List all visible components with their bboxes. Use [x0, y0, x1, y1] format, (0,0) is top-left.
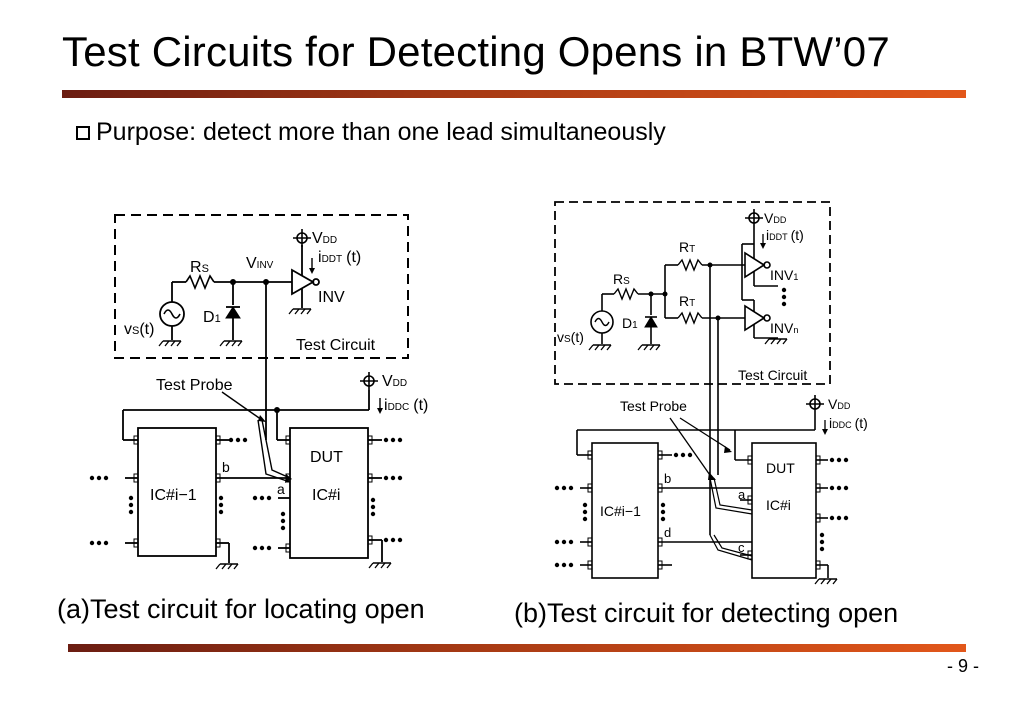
diagram-a-dots	[89, 437, 403, 551]
diode-d1-b	[644, 316, 658, 328]
svg-text:INVn: INVn	[770, 320, 798, 336]
test-circuit-box-a	[114, 214, 409, 359]
svg-text:b: b	[222, 459, 230, 475]
svg-text:a: a	[738, 487, 746, 502]
svg-text:VDD: VDD	[382, 373, 407, 390]
svg-text:Test Probe: Test Probe	[620, 398, 687, 414]
resistor-rs-a	[185, 273, 215, 291]
resistor-rt1	[677, 258, 703, 272]
svg-text:d: d	[664, 525, 671, 540]
svg-text:c: c	[738, 540, 745, 555]
diagram-a-labels: RS D1 vS(t) VINV VDD iDDT(t) INV Test Ci…	[124, 230, 428, 504]
svg-text:IC#i: IC#i	[312, 487, 340, 504]
svg-text:DUT: DUT	[766, 460, 795, 476]
svg-text:iDDT(t): iDDT(t)	[766, 227, 804, 243]
page-number: - 9 -	[946, 656, 979, 676]
caption-b: (b)Test circuit for detecting open	[514, 598, 899, 628]
svg-text:vS(t): vS(t)	[124, 321, 154, 338]
ic-left-box-b	[591, 442, 659, 579]
svg-text:RT: RT	[679, 239, 695, 255]
svg-text:VDD: VDD	[312, 230, 337, 247]
bullet-item: Purpose: detect more than one lead simul…	[76, 118, 666, 147]
ic-left-box-a	[137, 427, 217, 557]
svg-text:D1: D1	[622, 315, 638, 331]
svg-text:VINV: VINV	[246, 255, 274, 272]
diagram-b	[554, 201, 838, 585]
svg-text:iDDC(t): iDDC(t)	[384, 397, 428, 414]
svg-text:VDD: VDD	[764, 210, 787, 226]
resistor-rt2	[677, 311, 703, 325]
svg-text:iDDC(t): iDDC(t)	[829, 415, 868, 431]
dut-box-b	[751, 442, 817, 579]
bullet-text: Purpose: detect more than one lead simul…	[96, 118, 666, 146]
svg-text:b: b	[664, 471, 671, 486]
test-circuit-box-b	[554, 201, 831, 385]
svg-text:RS: RS	[613, 271, 630, 287]
diagram-b-labels: RS RT RT D1 vS(t) VDD iDDT(t) INV1 INVn …	[557, 210, 868, 555]
svg-text:iDDT(t): iDDT(t)	[318, 249, 361, 266]
svg-text:IC#i−1: IC#i−1	[150, 487, 197, 504]
svg-text:D1: D1	[203, 309, 221, 326]
svg-text:a: a	[277, 481, 285, 497]
diode-d1-a	[225, 306, 241, 319]
svg-text:DUT: DUT	[310, 449, 343, 466]
svg-text:RT: RT	[679, 293, 695, 309]
diagram-a	[114, 214, 409, 570]
caption-a: (a)Test circuit for locating open	[57, 594, 425, 624]
slide-title: Test Circuits for Detecting Opens in BTW…	[62, 28, 890, 75]
title-underline	[62, 90, 966, 98]
svg-text:Test Circuit: Test Circuit	[296, 337, 376, 354]
dut-box-a	[289, 427, 369, 559]
svg-text:INV1: INV1	[770, 267, 798, 283]
footer-rule	[68, 644, 966, 652]
svg-text:VDD: VDD	[828, 396, 851, 412]
svg-text:Test Circuit: Test Circuit	[738, 367, 807, 383]
svg-text:IC#i−1: IC#i−1	[600, 503, 641, 519]
svg-text:Test Probe: Test Probe	[156, 377, 233, 394]
svg-text:IC#i: IC#i	[766, 497, 791, 513]
svg-text:INV: INV	[318, 289, 345, 306]
diagram-b-dots	[554, 287, 849, 568]
resistor-rs-b	[613, 287, 639, 301]
svg-text:vS(t): vS(t)	[557, 329, 584, 345]
label-rs-a: RS	[190, 259, 209, 276]
checkbox-bullet-icon	[76, 125, 90, 140]
